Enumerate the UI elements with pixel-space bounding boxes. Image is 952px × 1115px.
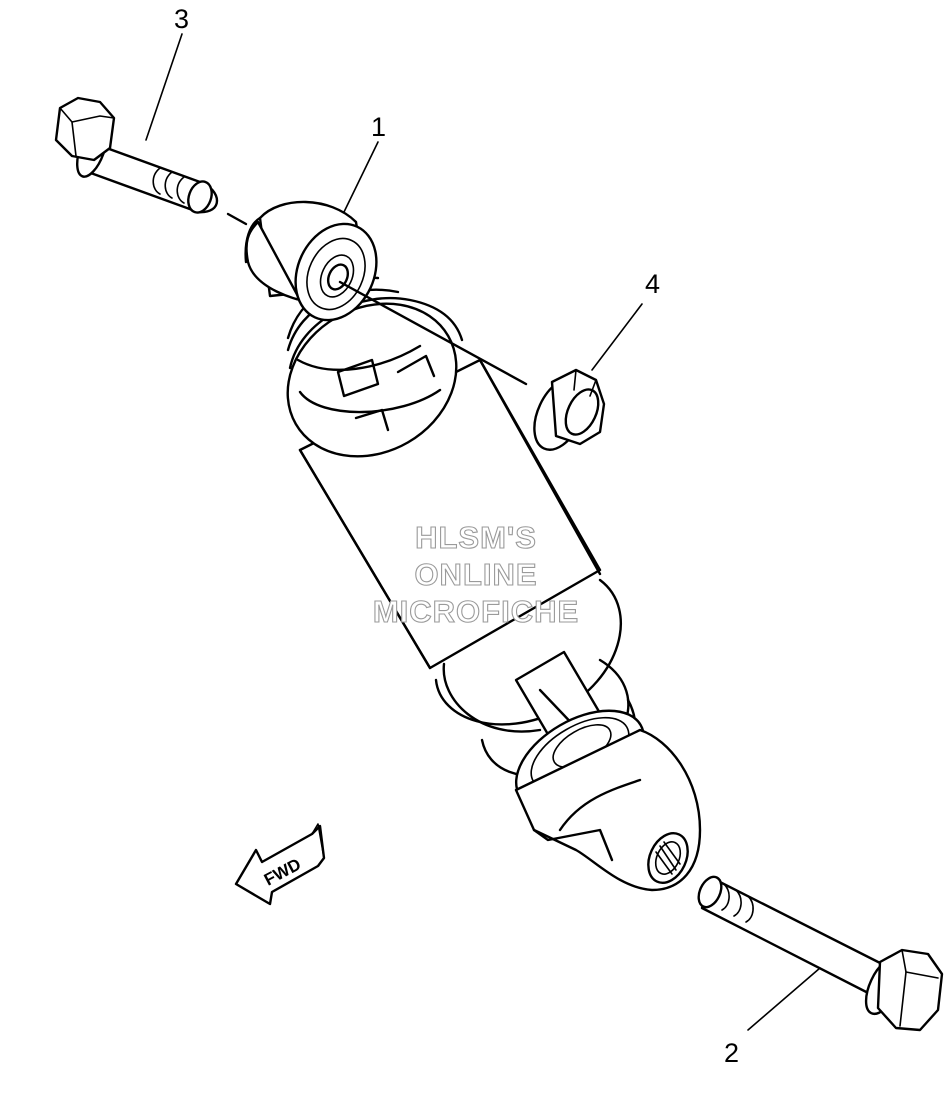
callout-2: 2 — [724, 1038, 739, 1068]
watermark-line-1: HLSM'S — [415, 520, 537, 555]
watermark-line-2: ONLINE — [414, 557, 537, 592]
part-1-shock-absorber — [244, 200, 702, 892]
callout-1: 1 — [371, 112, 386, 142]
watermark-line-3: MICROFICHE — [373, 594, 579, 629]
leader-line-2 — [747, 967, 821, 1031]
leader-line-4 — [591, 303, 643, 371]
bolt-3-alignment-dash — [226, 212, 248, 226]
leader-line-1 — [343, 141, 379, 213]
callout-3: 3 — [174, 4, 189, 34]
forward-direction-arrow: FWD — [234, 823, 326, 906]
part-2-bolt — [697, 875, 944, 1032]
part-4-nut — [533, 368, 606, 451]
watermark: HLSM'S ONLINE MICROFICHE — [372, 519, 579, 629]
part-3-bolt — [54, 96, 218, 214]
leader-line-3 — [145, 33, 183, 141]
callout-4: 4 — [645, 269, 660, 299]
